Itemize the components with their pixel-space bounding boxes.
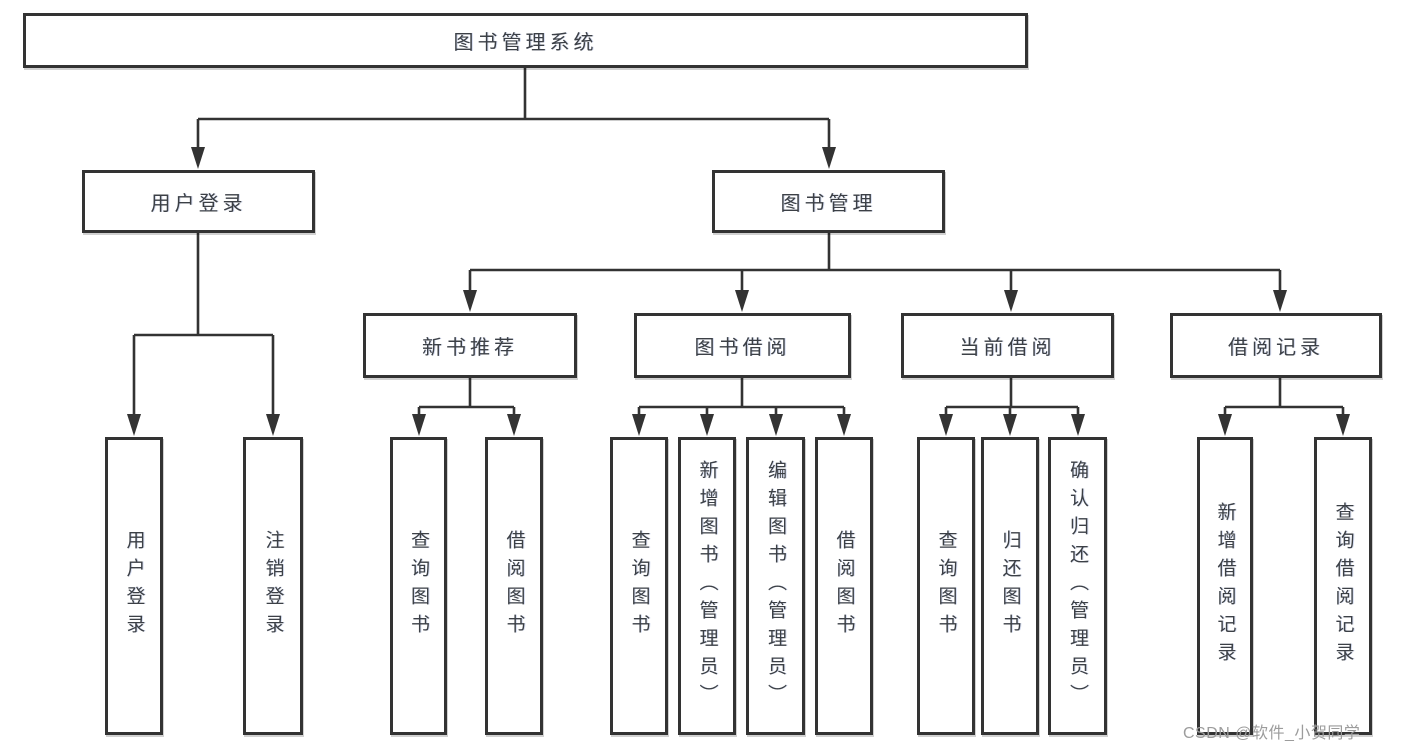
node-library-management-system: 图书管理系统 <box>23 13 1028 68</box>
node-label: 查询图书 <box>935 530 957 642</box>
node-label: 借阅记录 <box>1228 337 1324 359</box>
node-label: 查询借阅记录 <box>1332 502 1354 670</box>
leaf-query-book-recommend: 查询图书 <box>390 437 447 735</box>
node-label: 图书管理 <box>780 193 877 215</box>
leaf-query-borrow-record: 查询借阅记录 <box>1314 437 1372 735</box>
node-new-book-recommend: 新书推荐 <box>363 313 577 378</box>
node-label: 图书借阅 <box>694 337 791 359</box>
leaf-query-book-current: 查询图书 <box>917 437 975 735</box>
leaf-confirm-return-admin: 确认归还（管理员） <box>1048 437 1107 735</box>
node-user-login-branch: 用户登录 <box>82 170 315 233</box>
leaf-user-login: 用户登录 <box>105 437 163 735</box>
leaf-logout: 注销登录 <box>243 437 303 735</box>
leaf-add-borrow-record: 新增借阅记录 <box>1197 437 1253 735</box>
node-label: 查询图书 <box>628 530 650 642</box>
leaf-borrow-book: 借阅图书 <box>815 437 873 735</box>
arrowhead-icons <box>127 147 1350 436</box>
leaf-add-book-admin: 新增图书（管理员） <box>678 437 736 735</box>
node-label: 新增图书（管理员） <box>696 460 718 712</box>
node-label: 图书管理系统 <box>453 32 598 54</box>
csdn-watermark: CSDN @软件_小贺同学 <box>1183 725 1361 742</box>
node-label: 新书推荐 <box>422 337 518 359</box>
node-label: 确认归还（管理员） <box>1067 460 1088 712</box>
node-label: 新增借阅记录 <box>1214 502 1236 670</box>
node-label: 借阅图书 <box>503 530 525 642</box>
node-book-borrowing: 图书借阅 <box>634 313 851 378</box>
leaf-borrow-book-recommend: 借阅图书 <box>485 437 543 735</box>
node-label: 当前借阅 <box>959 337 1056 359</box>
node-label: 用户登录 <box>123 530 145 642</box>
leaf-edit-book-admin: 编辑图书（管理员） <box>746 437 805 735</box>
node-label: 注销登录 <box>262 530 284 642</box>
leaf-query-book-borrowing: 查询图书 <box>610 437 668 735</box>
node-book-management-branch: 图书管理 <box>712 170 945 233</box>
node-label: 查询图书 <box>408 530 429 642</box>
node-borrowing-records: 借阅记录 <box>1170 313 1382 378</box>
node-label: 借阅图书 <box>833 530 855 642</box>
node-current-borrowing: 当前借阅 <box>901 313 1114 378</box>
node-label: 编辑图书（管理员） <box>765 460 786 712</box>
leaf-return-book: 归还图书 <box>981 437 1039 735</box>
node-label: 归还图书 <box>999 530 1021 642</box>
node-label: 用户登录 <box>150 193 247 215</box>
